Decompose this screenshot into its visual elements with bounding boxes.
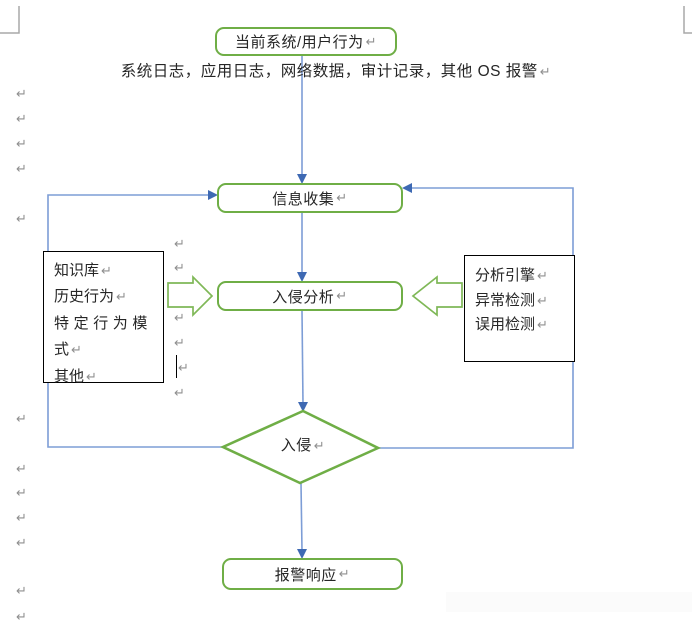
paragraph-mark: ↵ bbox=[336, 190, 348, 205]
caption-text: 系统日志，应用日志，网络数据，审计记录，其他 OS 报警 bbox=[120, 63, 538, 80]
decision-diamond[interactable] bbox=[219, 409, 382, 485]
collect-box[interactable]: 信息收集↵ bbox=[217, 183, 403, 213]
page-margin-mark-top-right bbox=[683, 6, 692, 34]
paragraph-mark: ↵ bbox=[16, 510, 27, 525]
paragraph-mark: ↵ bbox=[16, 461, 27, 476]
engine-line: 分析引擎↵ bbox=[475, 267, 548, 284]
paragraph-mark: ↵ bbox=[71, 342, 82, 358]
block-arrow-left-icon[interactable] bbox=[411, 275, 463, 317]
paragraph-mark: ↵ bbox=[116, 289, 127, 305]
knowledge-line: 其他↵ bbox=[54, 367, 97, 385]
caption-line: 系统日志，应用日志，网络数据，审计记录，其他 OS 报警↵ bbox=[0, 59, 672, 81]
paragraph-mark: ↵ bbox=[537, 317, 548, 332]
paragraph-mark: ↵ bbox=[537, 292, 548, 308]
engine-box[interactable]: 分析引擎↵ 异常检测↵ 误用检测↵ bbox=[464, 255, 575, 362]
paragraph-mark: ↵ bbox=[16, 211, 27, 226]
paragraph-mark: ↵ bbox=[16, 86, 27, 101]
engine-line: 误用检测↵ bbox=[475, 316, 548, 333]
paragraph-mark: ↵ bbox=[539, 64, 552, 79]
engine-line: 异常检测↵ bbox=[475, 291, 548, 309]
paragraph-mark: ↵ bbox=[537, 268, 548, 283]
paragraph-mark: ↵ bbox=[178, 360, 189, 375]
paragraph-mark: ↵ bbox=[16, 111, 27, 126]
analyze-box[interactable]: 入侵分析↵ bbox=[217, 281, 403, 311]
text-cursor bbox=[176, 355, 178, 378]
paragraph-mark: ↵ bbox=[86, 368, 97, 384]
paragraph-mark: ↵ bbox=[174, 335, 185, 350]
paragraph-mark: ↵ bbox=[174, 236, 185, 251]
response-box-label: 报警响应 bbox=[274, 566, 337, 584]
paragraph-mark: ↵ bbox=[16, 609, 27, 624]
paragraph-mark: ↵ bbox=[174, 260, 185, 275]
arrowhead-into-collect-right bbox=[402, 183, 412, 193]
arrowhead-into-collect-left bbox=[208, 190, 218, 200]
arrowhead-into-decision-top bbox=[298, 402, 308, 412]
block-arrow-right-icon[interactable] bbox=[167, 274, 214, 318]
top-box-current-behavior[interactable]: 当前系统/用户行为↵ bbox=[215, 27, 397, 56]
arrowhead-into-response-top bbox=[297, 549, 307, 559]
decision-label: 入侵↵ bbox=[280, 437, 326, 454]
connector-decision-to-response[interactable] bbox=[300, 482, 303, 552]
top-box-label: 当前系统/用户行为 bbox=[234, 34, 364, 51]
faint-highlight-band bbox=[446, 592, 692, 612]
paragraph-mark: ↵ bbox=[16, 136, 27, 151]
page-margin-mark-top-left bbox=[0, 6, 20, 34]
connector-analyze-to-decision[interactable] bbox=[301, 310, 304, 405]
knowledge-line: 知识库↵ bbox=[54, 262, 112, 279]
analyze-box-label: 入侵分析 bbox=[272, 288, 335, 306]
paragraph-mark: ↵ bbox=[313, 438, 326, 453]
arrowhead-into-analyze-top bbox=[297, 272, 307, 282]
paragraph-mark: ↵ bbox=[16, 411, 27, 426]
paragraph-mark: ↵ bbox=[16, 535, 27, 550]
knowledge-line: 式↵ bbox=[54, 341, 82, 359]
knowledge-line: 特定行为模 bbox=[54, 314, 153, 332]
response-box[interactable]: 报警响应↵ bbox=[222, 558, 403, 590]
collect-box-label: 信息收集 bbox=[272, 190, 335, 208]
paragraph-mark: ↵ bbox=[174, 310, 185, 325]
paragraph-mark: ↵ bbox=[336, 288, 348, 303]
paragraph-mark: ↵ bbox=[174, 385, 185, 400]
paragraph-mark: ↵ bbox=[365, 33, 378, 49]
knowledge-line: 历史行为↵ bbox=[54, 288, 127, 306]
paragraph-mark: ↵ bbox=[101, 263, 112, 278]
paragraph-mark: ↵ bbox=[16, 583, 27, 598]
arrowhead-into-collect-top bbox=[297, 174, 307, 184]
paragraph-mark: ↵ bbox=[16, 161, 27, 176]
paragraph-mark: ↵ bbox=[16, 485, 27, 500]
knowledge-box[interactable]: 知识库↵ 历史行为↵ 特定行为模 式↵ 其他↵ bbox=[43, 251, 164, 385]
paragraph-mark: ↵ bbox=[338, 566, 351, 581]
